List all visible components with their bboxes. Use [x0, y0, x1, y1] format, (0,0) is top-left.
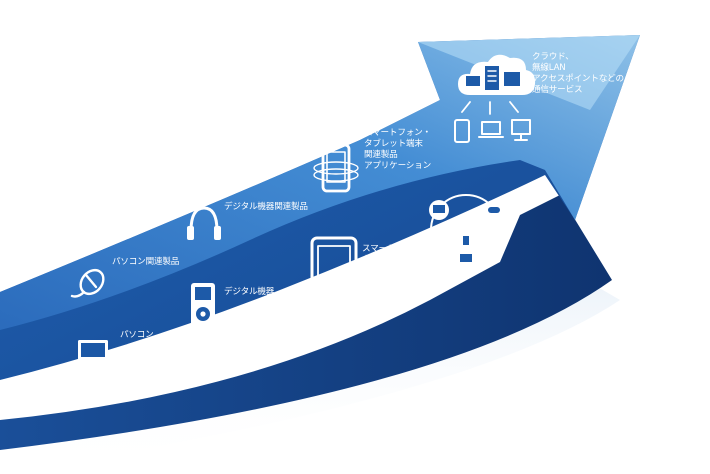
mouse-icon: [70, 268, 105, 298]
label-digital-device: デジタル機器: [224, 287, 275, 297]
label-pc: パソコン: [120, 330, 154, 340]
label-smartphone-line: スマートフォン: [362, 244, 421, 254]
label-pc-products: パソコン関連製品: [112, 257, 180, 267]
cloud-server-icon: [454, 54, 536, 143]
label-smartphone: スマートフォン タブレット端末: [362, 244, 421, 266]
label-cloud-line: 通信サービス: [532, 85, 583, 95]
headphones-icon: [187, 206, 221, 240]
label-smartphone-line: タブレット端末: [362, 255, 421, 265]
label-cloud-line: アクセスポイントなどの: [532, 74, 624, 84]
music-player-icon: [191, 283, 215, 327]
home-network-icon: [429, 194, 504, 268]
arrow-side: [0, 195, 612, 450]
label-smartphone-products-line: タブレット端末: [364, 139, 423, 149]
label-smartphone-products: スマートフォン・ タブレット端末 関連製品 アプリケーション: [364, 128, 431, 172]
smartphone-icon: [313, 143, 359, 193]
label-cloud-line: 無線LAN: [532, 63, 566, 73]
tablet-icon: [310, 236, 358, 296]
label-cloud-services: クラウド、 無線LAN アクセスポイントなどの 通信サービス: [532, 52, 624, 96]
arrow-top: [0, 35, 640, 330]
label-digital-products: デジタル機器関連製品: [224, 202, 308, 212]
label-smartphone-products-line: アプリケーション: [364, 161, 431, 171]
label-smartphone-products-line: スマートフォン・: [364, 128, 431, 138]
label-smartphone-products-line: 関連製品: [364, 150, 398, 160]
laptop-icon: [72, 340, 114, 366]
label-cloud-line: クラウド、: [532, 52, 574, 62]
